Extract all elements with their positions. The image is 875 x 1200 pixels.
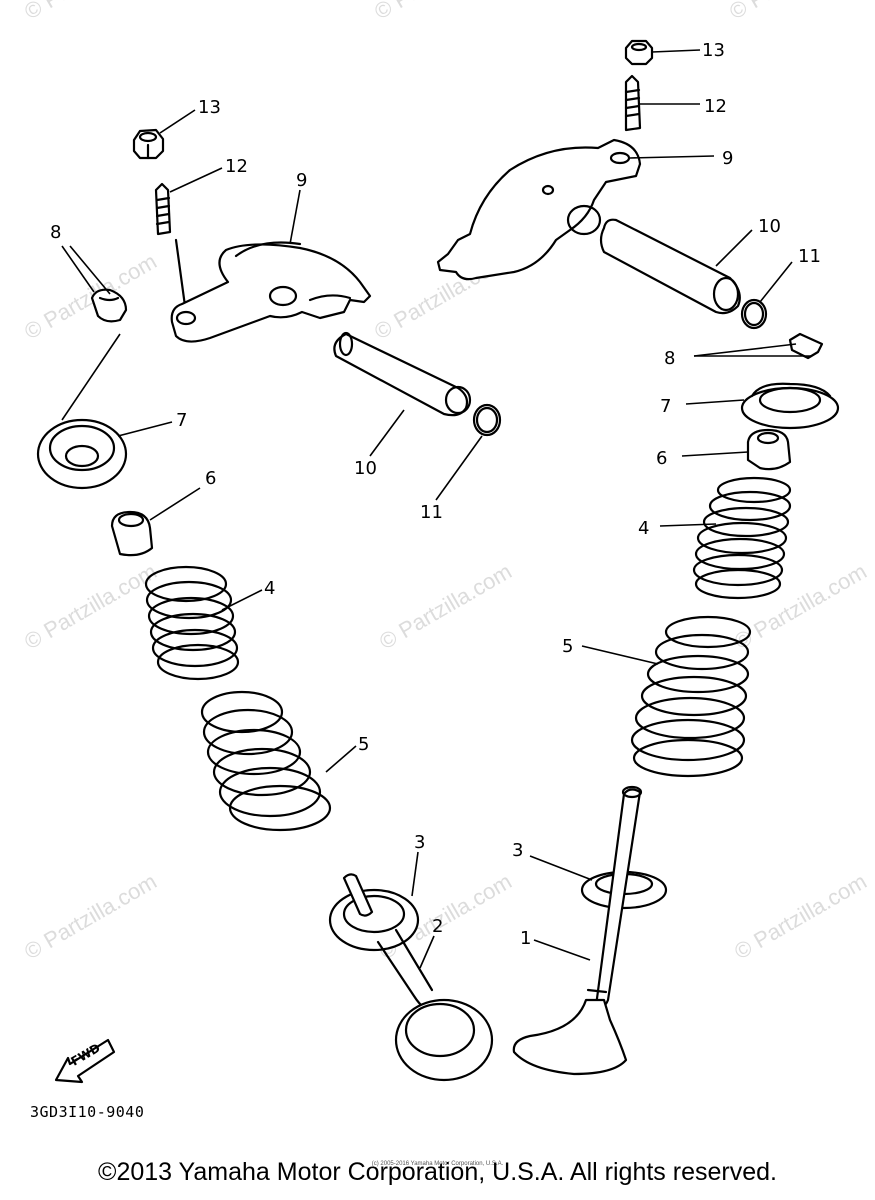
watermark: © Partzilla.com (730, 869, 871, 965)
watermark: © Partzilla.com (375, 559, 516, 655)
watermark: © Partzilla.com (725, 0, 866, 24)
callout-13-right: 13 (702, 40, 725, 61)
callout-10-right: 10 (758, 216, 781, 237)
callout-11-left: 11 (420, 502, 443, 523)
callout-6-left: 6 (205, 468, 216, 489)
callout-5-left: 5 (358, 734, 369, 755)
nut-right (624, 39, 654, 66)
intake-valve (376, 928, 494, 1082)
inner-valve-spring-left (144, 565, 240, 681)
callout-2: 2 (432, 916, 443, 937)
callout-6-right: 6 (656, 448, 667, 469)
valve-cotters-right (788, 332, 824, 360)
small-copyright: (c) 2005-2016 Yamaha Motor Corporation, … (371, 1161, 504, 1167)
spring-retainer-left (36, 418, 128, 490)
rocker-arm-right (436, 138, 642, 281)
diagram-code: 3GD3I10-9040 (30, 1103, 145, 1121)
watermark: © Partzilla.com (20, 249, 161, 345)
stud-left (154, 182, 187, 308)
callout-11-right: 11 (798, 246, 821, 267)
copyright-notice: ©2013 Yamaha Motor Corporation, U.S.A. A… (98, 1158, 777, 1186)
stud-right (624, 74, 642, 132)
callout-3-right: 3 (512, 840, 523, 861)
callout-7-right: 7 (660, 396, 671, 417)
rocker-shaft-right (599, 218, 741, 315)
callout-4-left: 4 (264, 578, 275, 599)
fwd-arrow-icon: FWD (54, 1038, 116, 1084)
watermark: © Partzilla.com (370, 0, 511, 24)
callout-5-right: 5 (562, 636, 573, 657)
watermark: © Partzilla.com (20, 869, 161, 965)
outer-valve-spring-right (630, 615, 752, 778)
rocker-arm-left (170, 241, 372, 343)
valve-spring-seat-left (328, 873, 420, 952)
valve-stem-seal-left (110, 510, 154, 557)
callout-9-left: 9 (296, 170, 307, 191)
watermark: © Partzilla.com (730, 559, 871, 655)
valve-cotters-left (90, 288, 128, 323)
rocker-shaft-left (333, 331, 472, 417)
callout-8-right: 8 (664, 348, 675, 369)
outer-valve-spring-left (200, 690, 332, 832)
nut-left (132, 128, 165, 160)
o-ring-left (472, 403, 502, 437)
o-ring-right (740, 298, 768, 330)
callout-12-right: 12 (704, 96, 727, 117)
callout-3-left: 3 (414, 832, 425, 853)
callout-8-left: 8 (50, 222, 61, 243)
callout-7-left: 7 (176, 410, 187, 431)
callout-9-right: 9 (722, 148, 733, 169)
callout-4-right: 4 (638, 518, 649, 539)
callout-13-left: 13 (198, 97, 221, 118)
watermark: © Partzilla.com (20, 0, 161, 24)
callout-12-left: 12 (225, 156, 248, 177)
spring-retainer-right (740, 382, 840, 430)
exhaust-valve (512, 785, 643, 1076)
callout-1: 1 (520, 928, 531, 949)
valve-stem-seal-right (746, 428, 792, 471)
watermark: © Partzilla.com (20, 559, 161, 655)
callout-10-left: 10 (354, 458, 377, 479)
inner-valve-spring-right (692, 476, 792, 600)
